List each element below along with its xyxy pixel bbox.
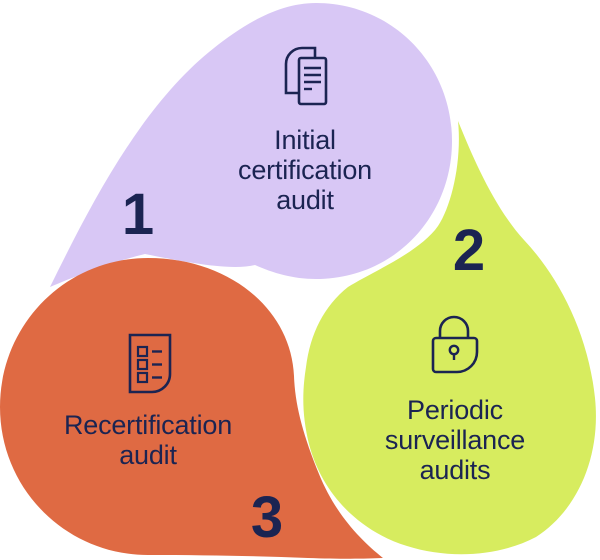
lock-shackle xyxy=(438,315,470,340)
checkbox xyxy=(136,345,149,358)
label-line: surveillance xyxy=(384,425,526,455)
step-number-2: 2 xyxy=(452,218,486,283)
purple-teardrop xyxy=(50,3,452,287)
label-line: audits xyxy=(419,455,491,485)
checklist-icon xyxy=(128,333,172,394)
label-line: audit xyxy=(119,440,177,470)
label-line: audit xyxy=(276,185,334,215)
orange-teardrop xyxy=(0,258,383,559)
label-line: Initial xyxy=(274,125,336,155)
step-label-initial-certification-audit: Initial certification audit xyxy=(195,125,415,215)
lock-icon xyxy=(431,315,479,374)
label-line: Recertification xyxy=(63,410,233,440)
checklist-outline xyxy=(128,333,172,394)
label-line: certification xyxy=(238,155,372,185)
checkbox xyxy=(136,358,149,371)
label-line: Periodic xyxy=(407,395,503,425)
step-number-1: 1 xyxy=(121,182,155,247)
checkbox xyxy=(136,371,149,384)
step-label-periodic-surveillance-audits: Periodic surveillance audits xyxy=(345,395,565,485)
back-page xyxy=(284,46,317,95)
step-number-3: 3 xyxy=(250,485,284,550)
pages-icon xyxy=(284,46,328,106)
step-label-recertification-audit: Recertification audit xyxy=(38,410,258,470)
